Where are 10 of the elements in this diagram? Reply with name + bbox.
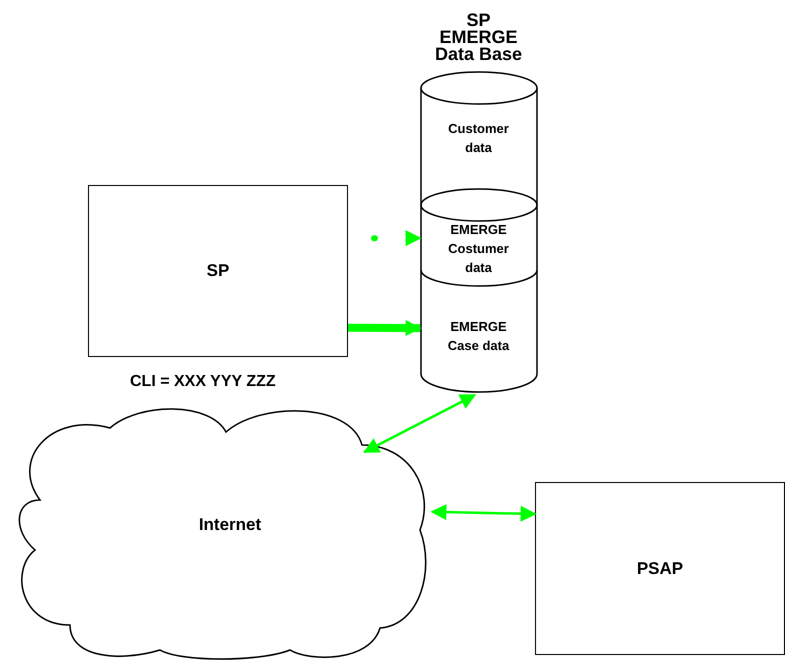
section-label: EMERGE Case data	[446, 318, 510, 355]
section-label: EMERGE Costumer data	[447, 220, 510, 276]
process-box	[535, 482, 785, 655]
database-title: SP EMERGE Data Base	[434, 12, 524, 63]
section-label: Customer data	[447, 120, 510, 156]
cloud-label: Internet	[198, 514, 262, 536]
box-label: SP	[206, 260, 230, 282]
signal-label: CLI = XXX YYY ZZZ	[130, 373, 276, 390]
process-box	[88, 185, 348, 357]
box-label: PSAP	[636, 558, 684, 580]
